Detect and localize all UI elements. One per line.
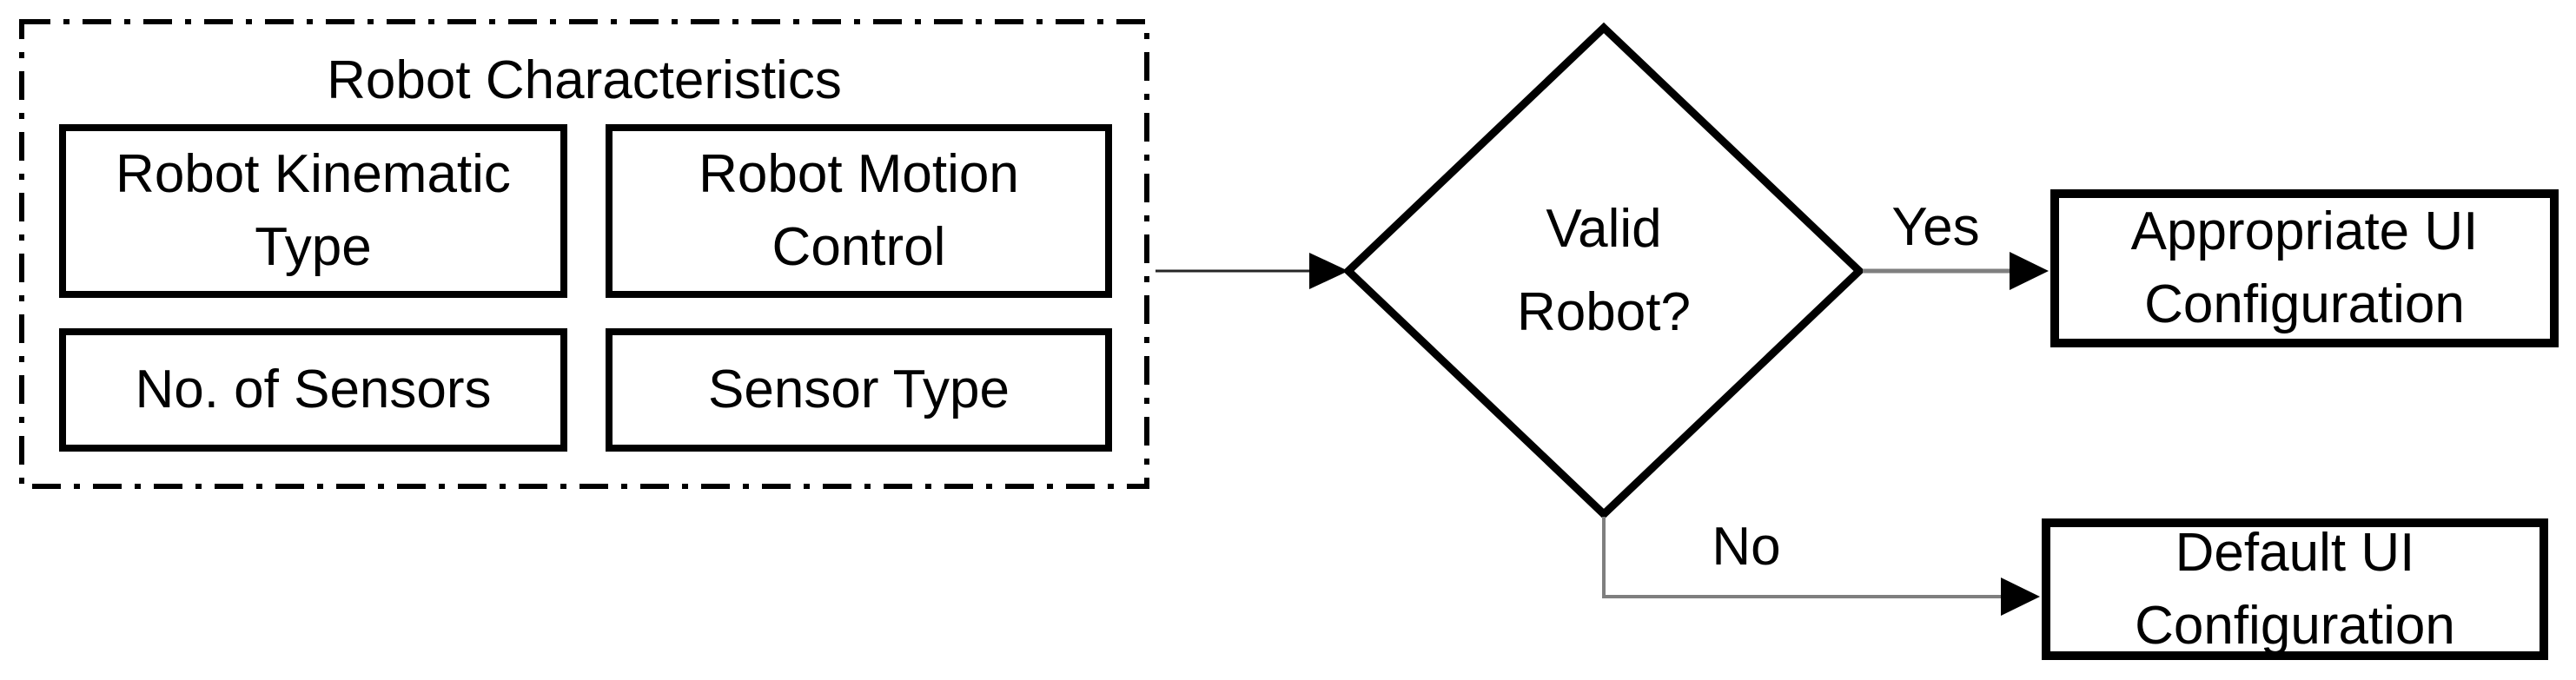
- decision-label: Valid Robot?: [1517, 199, 1691, 342]
- box-no-of-sensors: No. of Sensors: [59, 328, 567, 452]
- box-robot-kinematic-type: Robot Kinematic Type: [59, 124, 567, 298]
- no-arrowhead-icon: [2001, 578, 2040, 616]
- yes-branch-label: Yes: [1891, 197, 1980, 257]
- box-sensor-type: Sensor Type: [606, 328, 1112, 452]
- no-connector-line: [1602, 517, 2003, 598]
- no-branch-label: No: [1712, 517, 1781, 577]
- robot-characteristics-title: Robot Characteristics: [327, 50, 842, 110]
- box-robot-motion-control: Robot Motion Control: [606, 124, 1112, 298]
- robot-characteristics-dashed-border: [19, 19, 1149, 489]
- decision-diamond: [1342, 22, 1865, 520]
- yes-arrowhead-icon: [2010, 252, 2049, 290]
- input-arrowhead-icon: [1309, 253, 1348, 289]
- box-default-ui-configuration: Default UI Configuration: [2042, 518, 2548, 660]
- box-appropriate-ui-configuration: Appropriate UI Configuration: [2050, 189, 2559, 347]
